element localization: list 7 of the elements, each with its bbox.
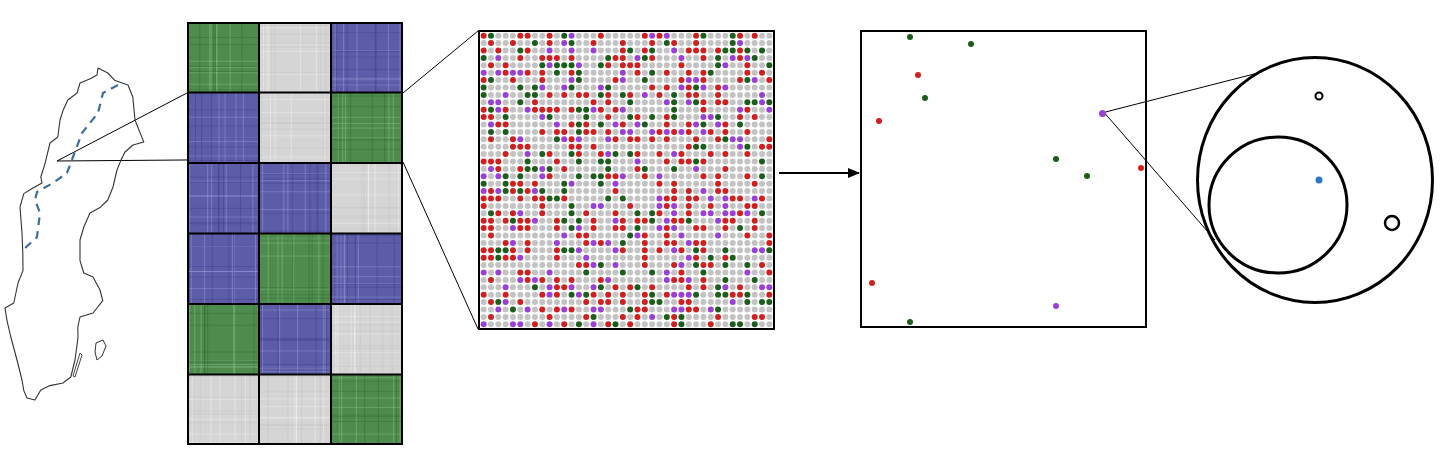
zoom-line bbox=[56, 159, 188, 162]
dot-matrix bbox=[478, 30, 775, 330]
zoom-line bbox=[402, 30, 479, 94]
zoom-line bbox=[56, 92, 188, 162]
arrow bbox=[778, 168, 860, 178]
tile-grid bbox=[187, 22, 403, 445]
zoom-circle bbox=[1196, 56, 1434, 304]
